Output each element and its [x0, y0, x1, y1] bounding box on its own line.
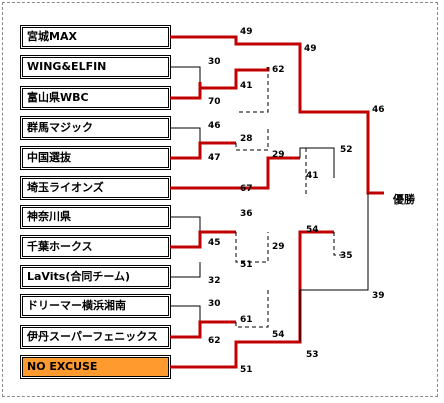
team-box-kanagawa: 神奈川県 [20, 205, 171, 229]
team-box-wing-elfin: WING&ELFIN [20, 55, 171, 79]
score-s46b: 46 [372, 105, 385, 115]
team-box-gunma: 群馬マジック [20, 116, 171, 140]
line-noexcuse-final [299, 193, 369, 342]
line-kanagawa [170, 216, 201, 232]
score-s70: 70 [208, 97, 221, 107]
line-itami-win [170, 320, 236, 339]
score-s39: 39 [372, 291, 385, 301]
score-s29b: 29 [272, 242, 285, 252]
team-box-dreamer: ドリーマー横浜湘南 [20, 294, 171, 318]
line-chugoku-win [170, 141, 236, 160]
score-s29a: 29 [272, 150, 285, 160]
team-box-no-excuse: NO EXCUSE [20, 355, 171, 379]
score-s35: 35 [340, 251, 353, 261]
line-saitama-win [170, 156, 300, 190]
team-box-chiba: 千葉ホークス [20, 235, 171, 259]
score-s46a: 46 [208, 121, 221, 131]
score-s51a: 51 [240, 260, 253, 270]
line-gunma [170, 127, 201, 143]
line-dreamer [170, 305, 201, 322]
line-miyagi-win [170, 35, 302, 49]
score-s61: 61 [240, 315, 253, 325]
score-s54a: 54 [306, 225, 319, 235]
score-s62a: 62 [272, 65, 285, 75]
line-lavits [170, 262, 201, 278]
line-chiba-win [170, 230, 236, 249]
score-s32: 32 [208, 276, 221, 286]
line-miyagi-semi [298, 49, 384, 195]
score-s36: 36 [240, 209, 253, 219]
line-noexcuse-semi [333, 232, 345, 256]
line-saitama-dash [305, 147, 334, 195]
score-s62b: 62 [208, 336, 221, 346]
score-s53: 53 [306, 350, 319, 360]
team-box-miyagi: 宮城MAX [20, 25, 171, 49]
score-s49b: 49 [304, 44, 317, 54]
team-box-lavits: LaVits(合同チーム) [20, 265, 171, 289]
line-toyama-win [170, 67, 270, 100]
score-s54b: 54 [272, 330, 285, 340]
score-s30b: 30 [208, 299, 221, 309]
team-box-saitama: 埼玉ライオンズ [20, 176, 171, 200]
winner-label: 優勝 [392, 192, 416, 206]
bracket-frame [2, 2, 438, 397]
score-s51b: 51 [240, 365, 253, 375]
score-s28: 28 [240, 134, 253, 144]
team-box-itami: 伊丹スーパーフェニックス [20, 325, 171, 349]
line-toyama-dash [236, 67, 269, 113]
line-wing [170, 66, 201, 82]
score-s41b: 41 [306, 171, 319, 181]
line-chiba-dash [235, 232, 269, 263]
score-s52: 52 [340, 145, 353, 155]
score-s30a: 30 [208, 57, 221, 67]
score-s47: 47 [208, 153, 221, 163]
team-box-toyama: 富山県WBC [20, 86, 171, 110]
line-itami-dash [235, 290, 269, 328]
team-box-chugoku: 中国選抜 [20, 146, 171, 170]
score-s45: 45 [208, 238, 221, 248]
line-noexcuse-win [170, 230, 334, 369]
line-chugoku-dash [235, 128, 269, 151]
score-s67: 67 [240, 184, 253, 194]
score-s49a: 49 [240, 27, 253, 37]
score-s41a: 41 [240, 81, 253, 91]
